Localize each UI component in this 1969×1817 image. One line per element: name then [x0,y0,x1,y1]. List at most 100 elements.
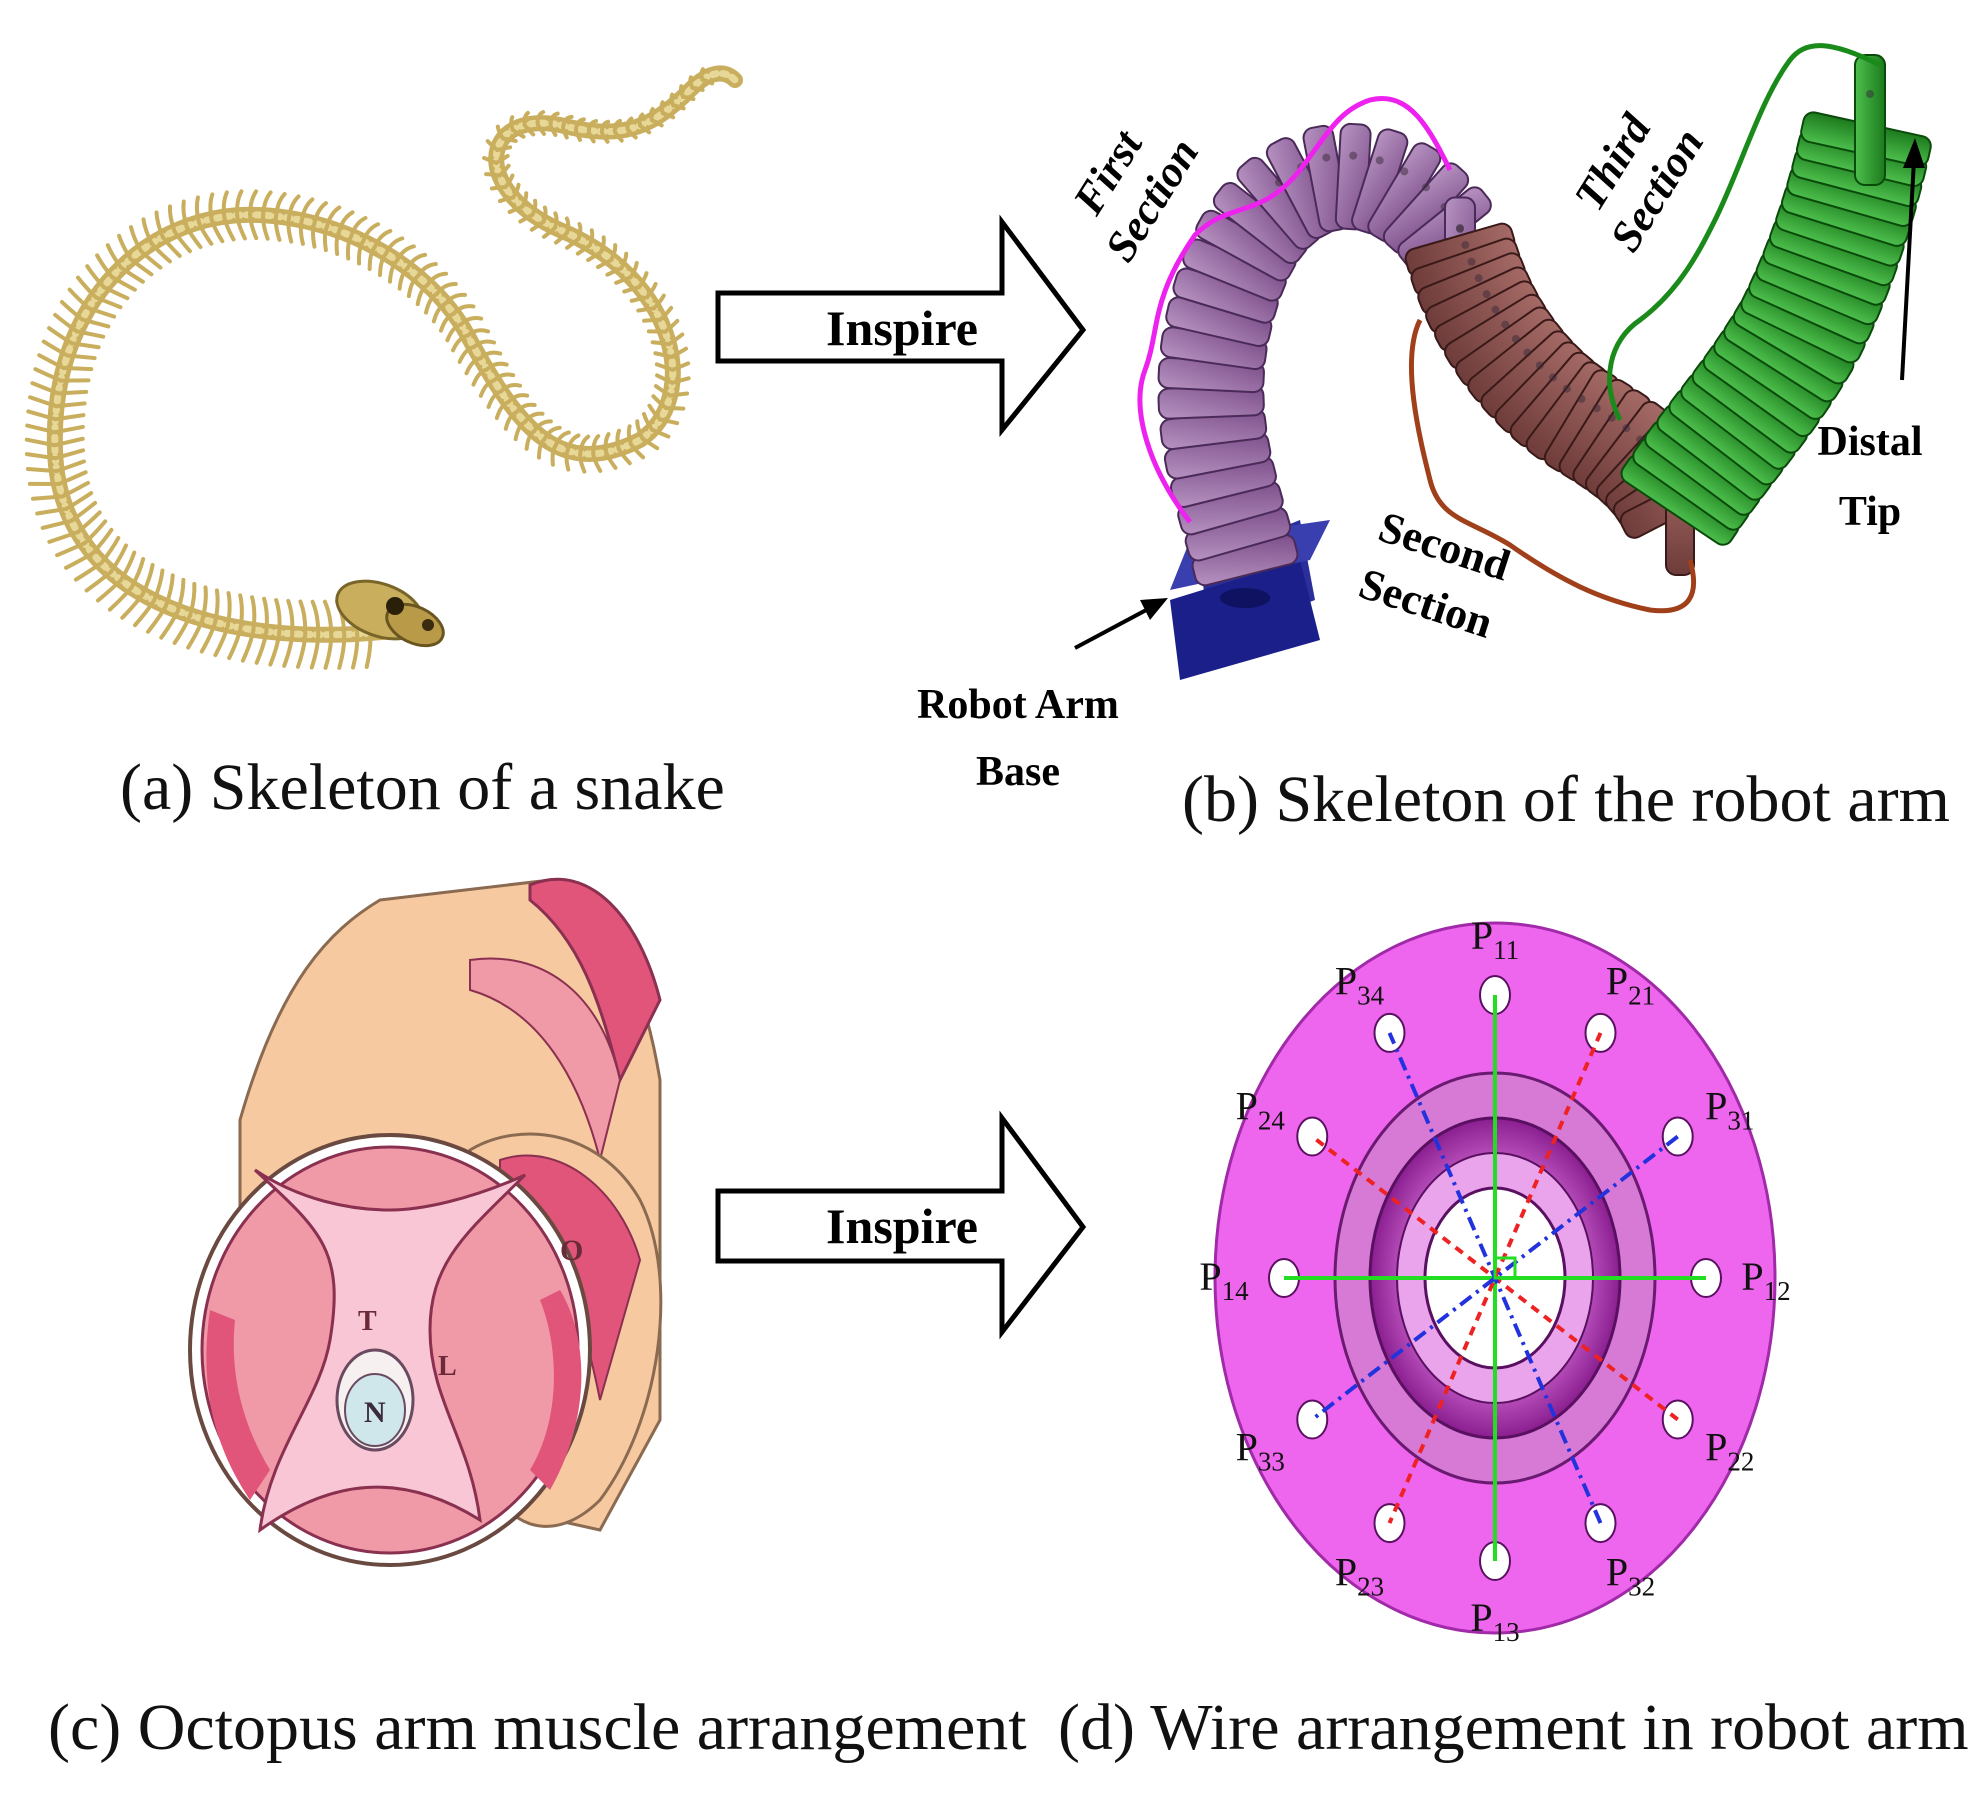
snake-rib [578,434,591,456]
base-pointer-arrow [1074,598,1168,650]
wire-hole-label: P34 [1335,959,1385,1011]
snake-rib [69,500,98,523]
snake-rib [67,287,91,311]
snake-rib [605,266,624,277]
second-section-segment-hole [1482,290,1491,299]
second-section-segment-hole [1562,384,1571,393]
snake-rib [59,300,85,322]
snake-rib [542,425,562,442]
snake-rib [30,381,61,396]
robot-arm-base-label: Robot Arm Base [917,682,1119,795]
snake-rib [637,112,645,128]
snake-rib [85,264,106,289]
snake-rib [54,459,87,474]
snake-rib [37,353,66,370]
snake-rib [565,236,581,250]
snake-rib [194,195,201,225]
snake-rib [351,631,360,670]
snake-rib [64,551,95,570]
snake-rib [471,339,497,349]
second-section-segment-hole [1577,394,1586,403]
snake-rib [405,252,428,271]
snake-rib [41,339,70,358]
svg-text:Base: Base [976,749,1060,795]
snake-rib [107,585,134,612]
snake-rib [334,229,342,257]
snake-rib [648,107,655,123]
snake-rib [669,92,676,108]
snake-rib [84,569,113,593]
second-section-segment-hole [1461,241,1470,250]
snake-rib [596,257,614,270]
snake-rib [268,630,282,667]
snake-rib [553,211,559,230]
wire-hole-label: P11 [1471,913,1519,965]
snake-rib [522,110,530,128]
snake-rib [274,598,282,635]
snake-rib [653,351,674,359]
snake-rib [451,304,476,316]
snake-rib [337,632,347,670]
snake-rib [55,541,87,558]
snake-rib [653,384,673,398]
inspire-label-bottom: Inspire [826,1198,978,1254]
caption-c: (c) Octopus arm muscle arrangement [48,1691,1027,1764]
snake-rib [52,436,85,448]
snake-rib [575,243,592,256]
snake-rib [323,632,334,670]
snake-rib [80,317,111,329]
svg-text:L: L [438,1351,457,1382]
snake-rib [465,328,491,338]
snake-rib [345,233,354,261]
snake-rib [188,581,197,618]
snake-rib [489,185,508,191]
snake-rib [152,568,165,603]
wire-holes [1268,975,1722,1581]
snake-rib [225,591,232,628]
snake-rib [238,593,244,630]
snake-ribs [24,67,715,670]
snake-rib [312,201,328,226]
snake-rib [459,315,484,327]
svg-text:O: O [560,1234,583,1267]
second-section-segment-hole [1467,257,1476,266]
snake-rib [254,629,269,665]
snake-rib [529,219,546,232]
snake-rib [65,353,97,361]
wire-hole-label: P23 [1335,1549,1384,1601]
snake-rib [384,236,405,256]
snake-rib [587,228,595,248]
caption-b: (b) Skeleton of the robot arm [1182,763,1950,836]
snake-rib [163,573,175,609]
caption-d: (d) Wire arrangement in robot arm [1058,1691,1969,1764]
snake-rib [642,412,655,432]
snake-rib [250,595,257,632]
snake-rib [650,340,672,347]
second-section-label: Second Section [1353,502,1516,648]
snake-rib [248,189,259,217]
snake-rib [30,494,65,501]
inspire-arrow-top: Inspire [715,214,1087,438]
snake-rib [75,510,102,535]
wire-line [1311,1134,1679,1422]
snake-rib [586,250,603,263]
first-section-segment-hole [1400,167,1409,176]
snake-rib [310,221,317,249]
snake-rib [141,217,154,246]
snake-rib [530,198,538,217]
snake-rib [47,326,74,346]
snake-rib [548,111,560,126]
snake-rib [175,577,186,613]
svg-text:N: N [364,1396,386,1429]
snake-rib [213,623,230,658]
first-section-segments [1157,122,1492,587]
second-section-brace [1408,318,1697,614]
snake-rib [47,530,80,544]
snake-rib [181,199,189,229]
snake-rib [167,204,177,234]
snake-rib [108,543,128,574]
snake-rib [356,239,366,266]
caption-a: (a) Skeleton of a snake [120,751,725,824]
first-section-label: First Section [1063,120,1208,269]
